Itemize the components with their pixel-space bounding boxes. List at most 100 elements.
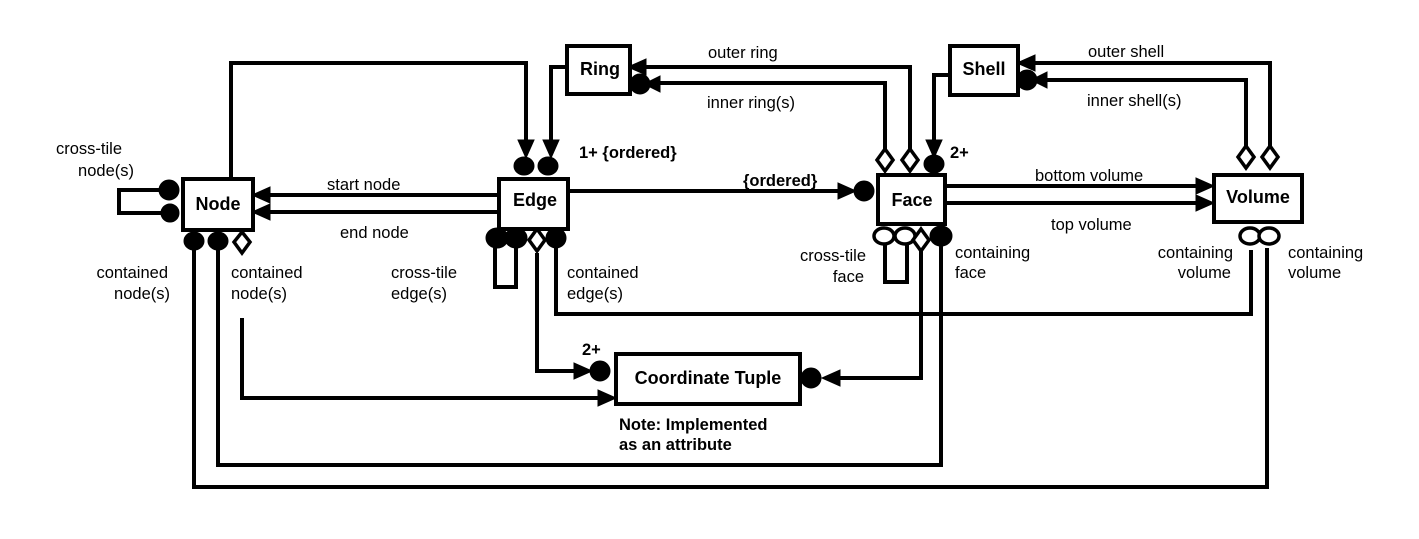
arrowhead-icon bbox=[626, 58, 647, 76]
connector-inner-shells bbox=[1035, 78, 1248, 148]
label-start-node: start node bbox=[327, 176, 400, 194]
label-containing-volume-right: volume bbox=[1288, 264, 1341, 282]
label-edge-face-ordered: {ordered} bbox=[743, 172, 818, 190]
label-coord-multiplicity: 2+ bbox=[582, 341, 601, 359]
connector-containing-volume bbox=[192, 245, 1269, 489]
label-contained-node-left: contained bbox=[96, 264, 168, 282]
arrowhead-icon bbox=[250, 186, 271, 204]
optional-circle-icon bbox=[872, 226, 896, 246]
many-dot-icon bbox=[160, 203, 180, 223]
entity-shell-label: Shell bbox=[962, 59, 1005, 79]
optional-circle-icon bbox=[1238, 226, 1262, 246]
entity-face[interactable]: Face bbox=[876, 173, 947, 226]
connector-cross-tile-face bbox=[883, 245, 909, 284]
label-containing-face: face bbox=[955, 264, 986, 282]
label-cross-tile-node: cross-tile bbox=[56, 140, 122, 158]
connector-outer-shell bbox=[1022, 61, 1272, 148]
arrowhead-icon bbox=[597, 389, 618, 407]
aggregation-diamond-icon bbox=[910, 226, 932, 254]
note-line-2: as an attribute bbox=[619, 436, 732, 454]
entity-node-label: Node bbox=[196, 194, 241, 214]
label-inner-rings: inner ring(s) bbox=[707, 94, 795, 112]
label-bottom-volume: bottom volume bbox=[1035, 167, 1143, 185]
many-dot-icon bbox=[158, 179, 180, 201]
label-containing-volume-left: containing bbox=[1158, 244, 1233, 262]
entity-shell[interactable]: Shell bbox=[948, 44, 1020, 97]
label-cross-tile-edge: edge(s) bbox=[391, 285, 447, 303]
connector-ring-to-edge bbox=[549, 65, 567, 140]
connector-contained-edge bbox=[554, 248, 1253, 316]
entity-ring[interactable]: Ring bbox=[565, 44, 632, 96]
connector-node-to-edge-top bbox=[229, 61, 528, 178]
many-dot-icon bbox=[853, 180, 875, 202]
many-dot-icon bbox=[537, 156, 559, 176]
label-end-node: end node bbox=[340, 224, 409, 242]
label-containing-volume-right: containing bbox=[1288, 244, 1363, 262]
entity-coordinate-tuple[interactable]: Coordinate Tuple bbox=[614, 352, 802, 406]
connector-outer-ring bbox=[646, 65, 912, 152]
entity-face-label: Face bbox=[891, 190, 932, 210]
label-outer-shell: outer shell bbox=[1088, 43, 1164, 61]
many-dot-icon bbox=[183, 231, 205, 251]
entity-coordinate-tuple-label: Coordinate Tuple bbox=[635, 368, 782, 388]
aggregation-diamond-icon bbox=[1259, 143, 1281, 171]
label-outer-ring: outer ring bbox=[708, 44, 778, 62]
connector-contained-node bbox=[240, 318, 600, 400]
arrowhead-icon bbox=[250, 203, 271, 221]
arrowhead-icon bbox=[642, 75, 661, 93]
aggregation-diamond-icon bbox=[899, 146, 921, 174]
many-dot-icon bbox=[513, 156, 535, 176]
arrowhead-icon bbox=[925, 139, 943, 160]
label-cross-tile-node: node(s) bbox=[78, 162, 134, 180]
label-inner-shells: inner shell(s) bbox=[1087, 92, 1181, 110]
connector-shell-to-face bbox=[932, 73, 950, 140]
many-dot-icon bbox=[923, 154, 945, 174]
connector-cross-tile-node bbox=[117, 188, 162, 215]
entity-node[interactable]: Node bbox=[181, 177, 255, 232]
label-containing-face: containing bbox=[955, 244, 1030, 262]
many-dot-icon bbox=[207, 231, 229, 251]
note-line-1: Note: Implemented bbox=[619, 416, 768, 434]
arrowhead-icon bbox=[517, 139, 535, 160]
aggregation-diamond-icon bbox=[526, 226, 548, 254]
entity-volume[interactable]: Volume bbox=[1212, 173, 1304, 224]
arrowhead-icon bbox=[1029, 71, 1048, 89]
arrowhead-icon bbox=[542, 139, 560, 160]
arrowhead-icon bbox=[573, 362, 594, 380]
many-dot-icon bbox=[800, 367, 822, 389]
arrowhead-icon bbox=[1195, 177, 1216, 195]
aggregation-diamond-icon bbox=[1235, 143, 1257, 171]
entity-edge[interactable]: Edge bbox=[497, 177, 570, 231]
label-contained-edge: edge(s) bbox=[567, 285, 623, 303]
many-dot-icon bbox=[589, 360, 611, 382]
connector-cross-tile-edge bbox=[493, 245, 518, 289]
arrowhead-icon bbox=[837, 182, 858, 200]
arrowhead-icon bbox=[820, 369, 841, 387]
label-shell-face-multiplicity: 2+ bbox=[950, 144, 969, 162]
entity-volume-label: Volume bbox=[1226, 187, 1290, 207]
arrowhead-icon bbox=[1195, 194, 1216, 212]
label-cross-tile-edge: cross-tile bbox=[391, 264, 457, 282]
label-contained-node-right: node(s) bbox=[231, 285, 287, 303]
label-cross-tile-face: cross-tile bbox=[800, 247, 866, 265]
label-top-volume: top volume bbox=[1051, 216, 1132, 234]
connector-containing-face bbox=[216, 245, 943, 467]
label-contained-edge: contained bbox=[567, 264, 639, 282]
entity-ring-label: Ring bbox=[580, 59, 620, 79]
connector-inner-rings bbox=[660, 81, 887, 152]
optional-circle-icon bbox=[1257, 226, 1281, 246]
arrowhead-icon bbox=[1015, 54, 1036, 72]
label-ring-edge-multiplicity: 1+ {ordered} bbox=[579, 144, 677, 162]
many-dot-icon bbox=[929, 225, 953, 247]
aggregation-diamond-icon bbox=[874, 146, 896, 174]
connector-face-to-coord bbox=[830, 250, 923, 380]
label-contained-node-left: node(s) bbox=[114, 285, 170, 303]
label-containing-volume-left: volume bbox=[1178, 264, 1231, 282]
label-contained-node-right: contained bbox=[231, 264, 303, 282]
label-cross-tile-face: face bbox=[833, 268, 864, 286]
aggregation-diamond-icon bbox=[231, 229, 253, 256]
entity-edge-label: Edge bbox=[513, 190, 557, 210]
many-dot-icon bbox=[629, 73, 651, 95]
connector-edge-to-coord bbox=[535, 253, 580, 373]
